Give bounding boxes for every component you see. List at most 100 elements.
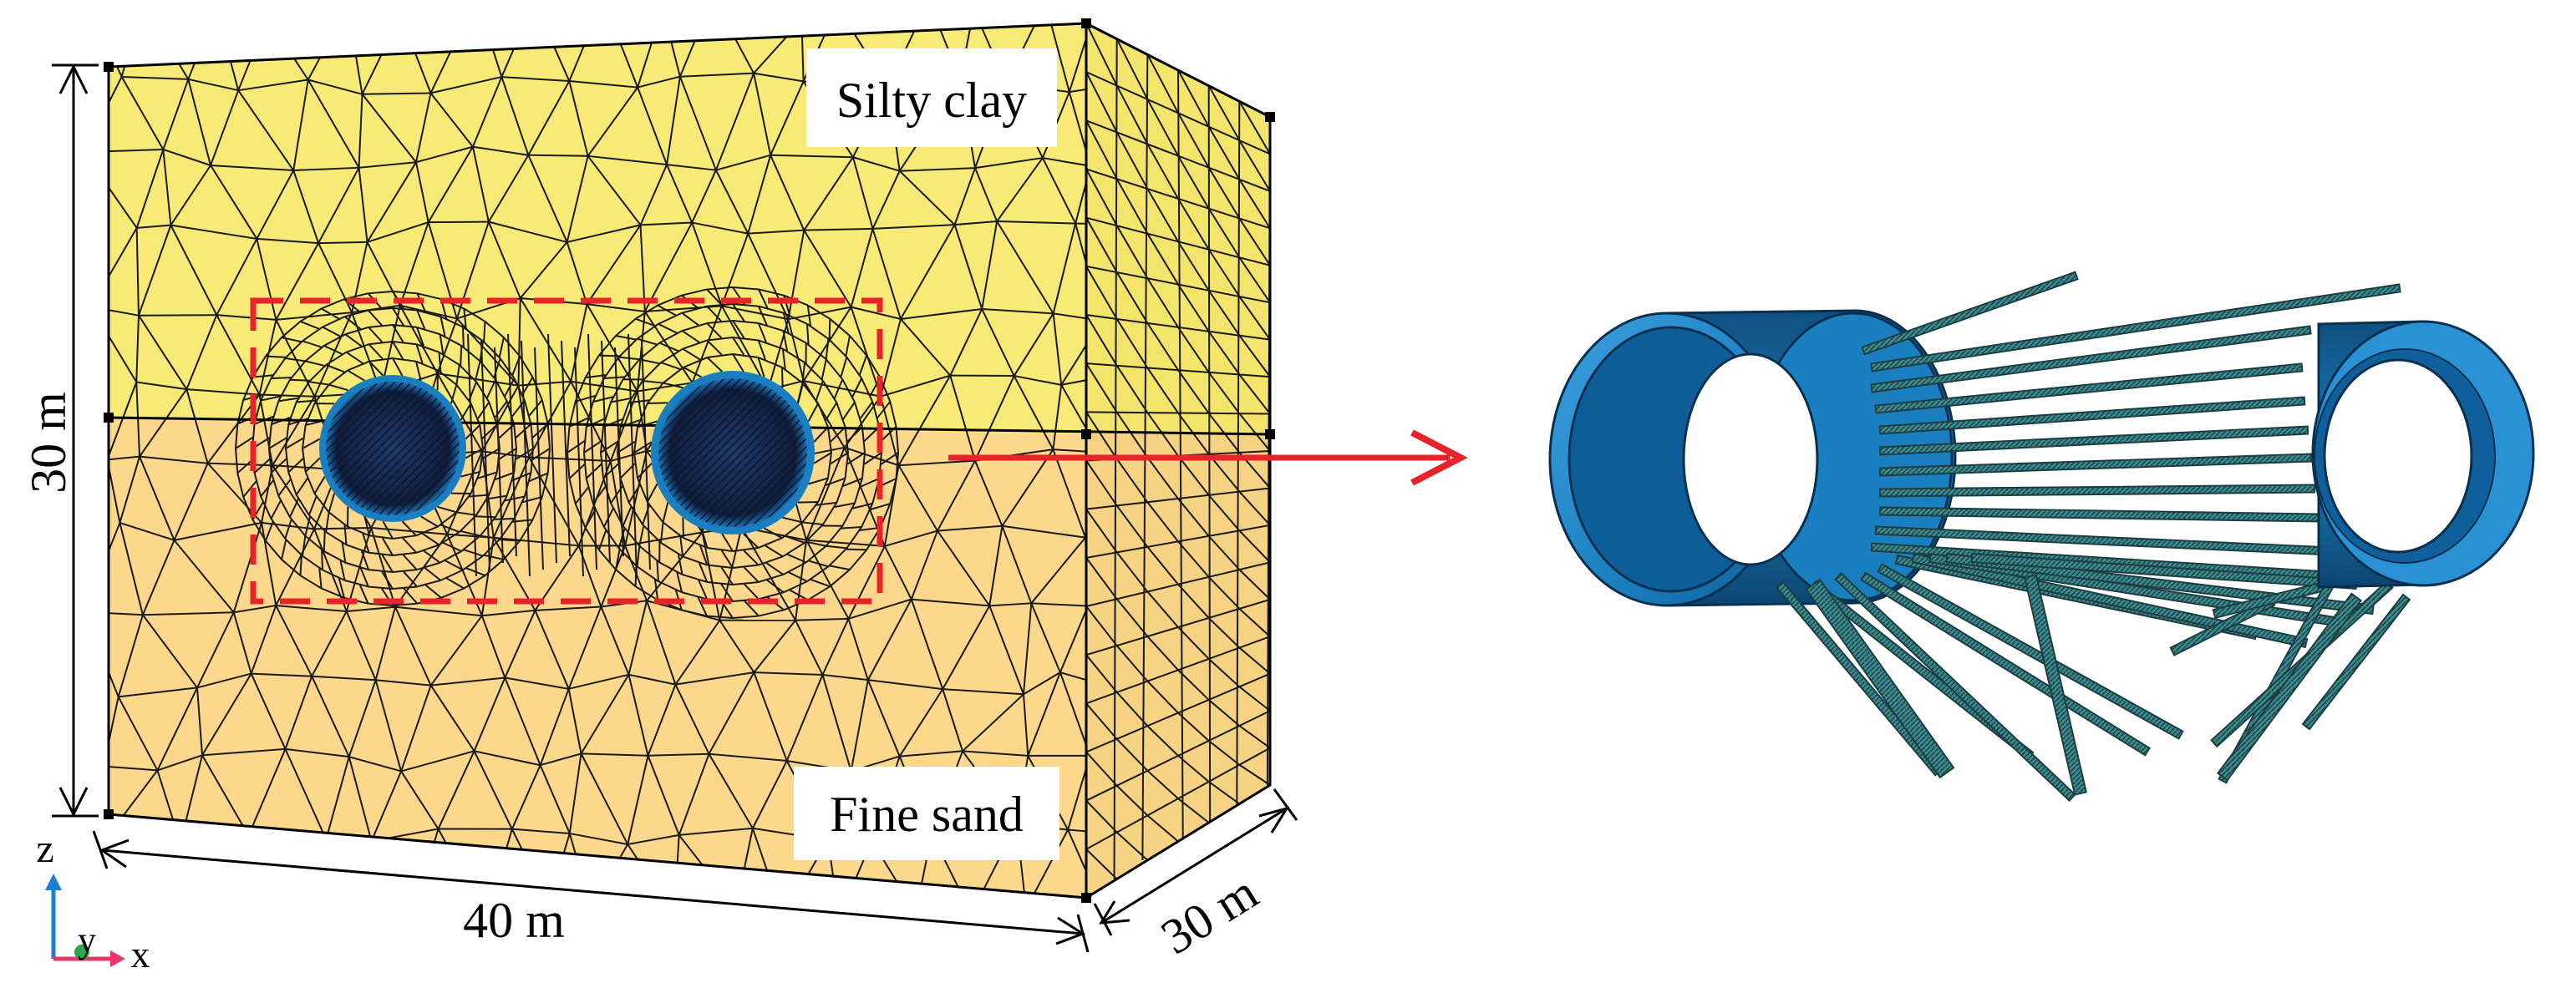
mesh-edge (732, 580, 759, 585)
mesh-edge (358, 94, 363, 168)
mesh-edge (795, 540, 808, 621)
mesh-edge (678, 827, 753, 836)
mesh-edge (1061, 371, 1086, 386)
side-mesh-edge (1207, 290, 1241, 337)
mesh-edge (637, 403, 648, 428)
mesh-edge (392, 291, 418, 295)
mesh-edge (981, 220, 998, 310)
mesh-edge (719, 620, 755, 673)
mesh-edge (474, 361, 481, 382)
mesh-edge (347, 369, 365, 382)
mesh-edge (895, 426, 899, 453)
mesh-edge (328, 369, 348, 386)
mesh-edge (1030, 602, 1061, 673)
mesh-edge (766, 579, 785, 594)
mesh-edge (374, 679, 403, 772)
mesh-edge (117, 696, 159, 771)
mesh-edge (481, 609, 536, 617)
side-mesh-edge (1207, 372, 1241, 414)
mesh-edge (721, 305, 789, 321)
mesh-edge (460, 345, 481, 362)
side-mesh-edge (1207, 126, 1241, 180)
side-mesh-edge (1177, 798, 1210, 823)
mesh-edge (569, 832, 628, 845)
mesh-edge (949, 308, 983, 377)
mesh-edge (322, 569, 345, 581)
mesh-edge (622, 525, 641, 547)
mesh-edge (236, 473, 245, 498)
mesh-edge (807, 585, 831, 601)
side-mesh-edge (1238, 296, 1270, 341)
mesh-edge (488, 402, 498, 425)
mesh-edge (416, 579, 441, 588)
mesh-edge (437, 372, 519, 387)
mesh-edge (580, 752, 629, 845)
side-mesh-edge (1177, 755, 1210, 783)
mesh-edge (841, 526, 862, 529)
mesh-edge (507, 333, 517, 557)
mesh-edge (311, 611, 348, 677)
mesh-edge (170, 224, 257, 240)
mesh-edge (972, 909, 1026, 913)
mesh-edge (285, 448, 290, 473)
mesh-edge (602, 463, 619, 479)
side-mesh-edge (1115, 225, 1149, 279)
mesh-edge (276, 312, 353, 321)
mesh-edge (440, 569, 464, 581)
side-mesh-edge (1207, 331, 1241, 376)
mesh-edge (392, 551, 417, 556)
mesh-edge (587, 86, 638, 157)
mesh-edge (436, 372, 483, 452)
side-mesh-edge (1086, 557, 1118, 600)
mesh-edge (392, 341, 404, 360)
mesh-edge (805, 342, 827, 361)
mesh-edge (470, 471, 481, 494)
mesh-edge (681, 609, 708, 617)
mesh-edge (348, 756, 402, 773)
mesh-edge (368, 360, 384, 377)
mesh-edge (674, 908, 736, 915)
mesh-edge (657, 304, 677, 317)
mesh-edge (732, 303, 759, 307)
mesh-edge (782, 542, 805, 558)
side-mesh-edge (1115, 38, 1149, 100)
mesh-edge (483, 321, 486, 342)
mesh-edge (829, 569, 851, 587)
mesh-edge (109, 76, 123, 153)
mesh-edge (442, 541, 462, 552)
mesh-edge (285, 357, 306, 362)
side-mesh-edge (1207, 658, 1241, 688)
mesh-edge (847, 545, 886, 620)
mesh-edge (571, 380, 638, 393)
mesh-edge (285, 438, 304, 449)
mesh-edge (392, 357, 404, 377)
mesh-edge (304, 535, 325, 552)
mesh-edge (567, 224, 641, 243)
side-mesh-edge (1238, 686, 1270, 712)
mesh-edge (462, 326, 484, 342)
mesh-edge (392, 324, 404, 343)
mesh-edge (173, 463, 209, 541)
side-mesh-edge (1115, 459, 1149, 503)
mesh-edge (455, 384, 472, 404)
mesh-edge (368, 551, 394, 556)
mesh-edge (678, 76, 717, 171)
mesh-edge (236, 459, 254, 474)
mesh-edge (375, 679, 431, 687)
mesh-edge (460, 535, 481, 552)
mesh-edge (465, 448, 484, 459)
mesh-edge (757, 340, 766, 360)
mesh-edge (785, 674, 824, 762)
tunnel-3d-model (1548, 271, 2535, 803)
mesh-edge (598, 549, 617, 570)
side-mesh-edge (1146, 725, 1179, 757)
anchor-rod-hatch (1879, 484, 2315, 497)
mesh-edge (358, 167, 368, 243)
mesh-edge (429, 615, 483, 687)
mesh-edge (392, 324, 417, 328)
mesh-edge (859, 401, 874, 419)
mesh-edge (813, 452, 832, 464)
mesh-edge (271, 458, 287, 474)
side-mesh-edge (1086, 509, 1118, 553)
